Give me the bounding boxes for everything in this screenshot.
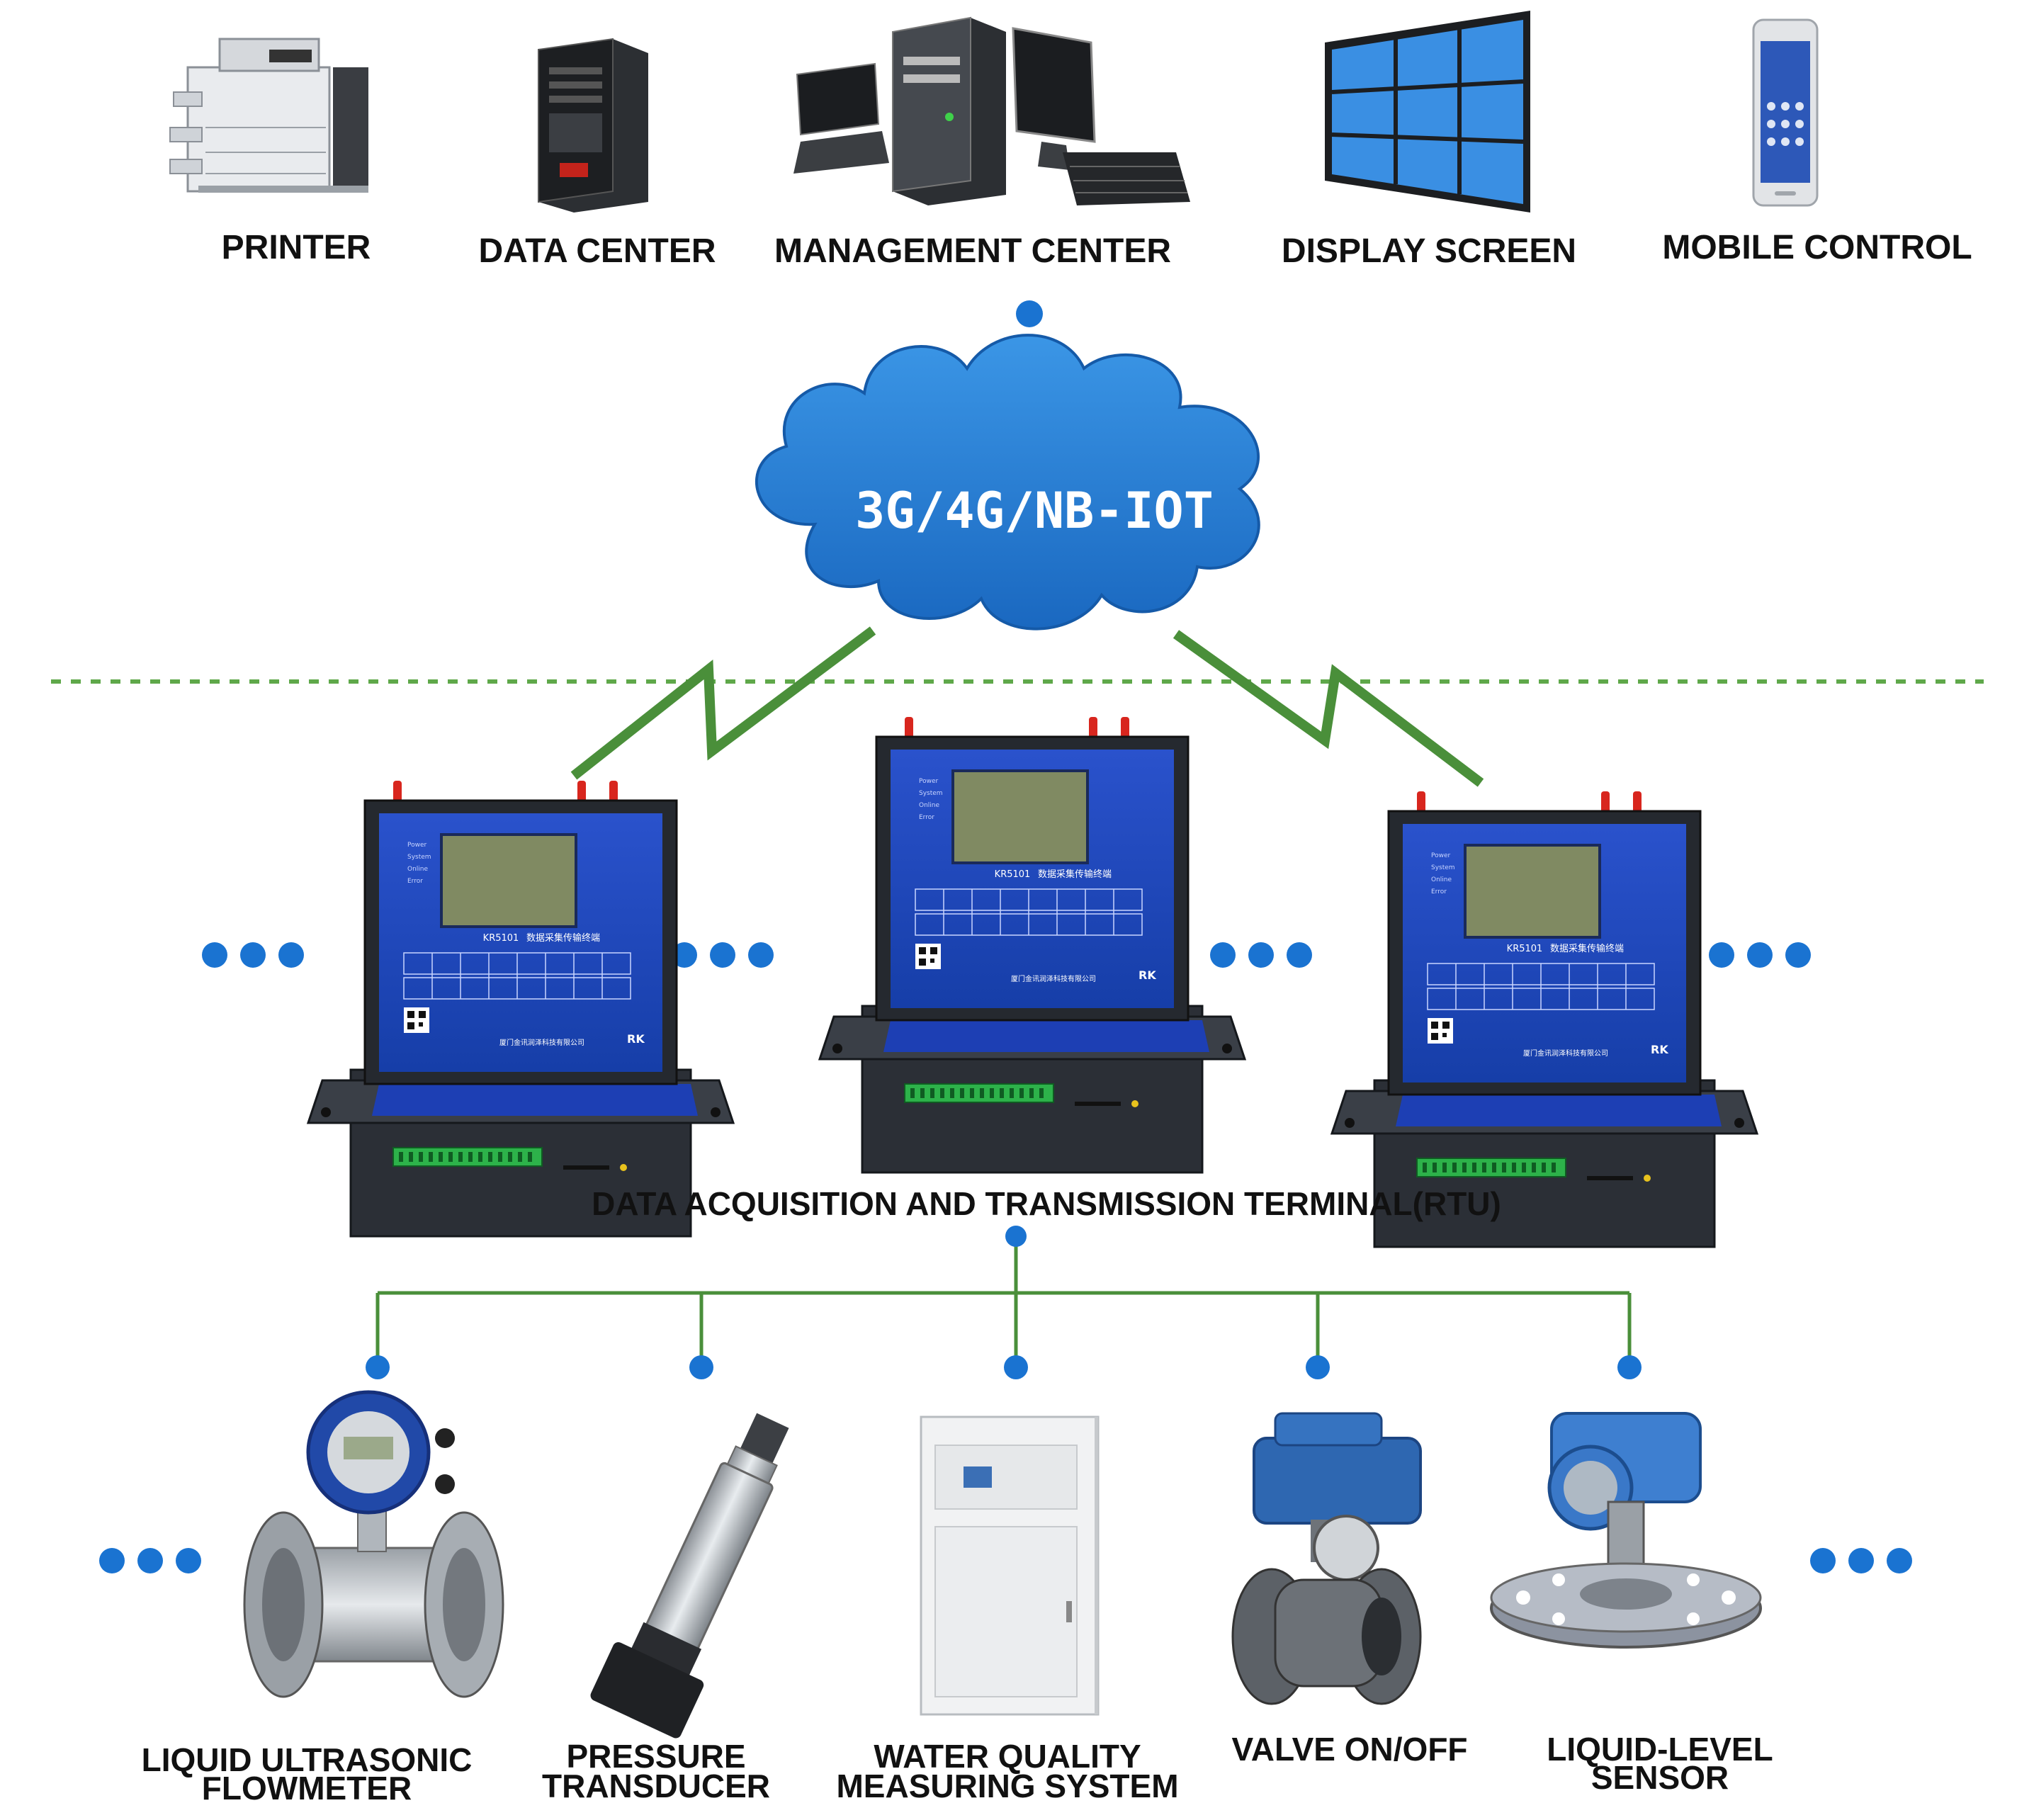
wireless-link-left — [570, 626, 876, 780]
level-sensor-label-line1: LIQUID-LEVEL — [1547, 1731, 1773, 1768]
rtu-unit: KR5101 数据采集传输终端 厦门金讯润泽科技有限公司 RK Power Sy… — [1330, 790, 1758, 1248]
rtu-model: KR5101 — [995, 869, 1031, 880]
rtu-led-system: System — [407, 854, 431, 861]
pressure-transducer-icon — [590, 1413, 789, 1739]
rtu-company: 厦门金讯润泽科技有限公司 — [499, 1038, 584, 1047]
level-sensor-label-line2: SENSOR — [1591, 1759, 1729, 1796]
ellipsis-left — [202, 942, 304, 968]
rtu-title: 数据采集传输终端 — [526, 932, 600, 944]
water-quality-label-line1: WATER QUALITY — [874, 1738, 1141, 1775]
data-center-label: DATA CENTER — [478, 232, 716, 270]
ellipsis-bottom-left — [99, 1548, 201, 1573]
rtu-led-system: System — [919, 790, 943, 797]
management-center-label: MANAGEMENT CENTER — [774, 232, 1171, 270]
rtu-unit: KR5101 数据采集传输终端 厦门金讯润泽科技有限公司 RK Power Sy… — [307, 779, 735, 1238]
rtu-title: 数据采集传输终端 — [1038, 869, 1112, 880]
rtu-logo: RK — [1139, 968, 1156, 982]
ellipsis-bottom-right — [1810, 1548, 1912, 1573]
rtu-model: KR5101 — [1507, 944, 1543, 954]
flowmeter-icon — [243, 1390, 504, 1698]
water-quality-cabinet-icon — [920, 1415, 1100, 1716]
ellipsis-right — [1709, 942, 1811, 968]
rtu-led-online: Online — [1431, 876, 1452, 883]
rtu-led-online: Online — [919, 802, 939, 809]
connector-dot — [1016, 300, 1043, 327]
cloud-icon — [755, 334, 1260, 631]
computers-icon — [793, 16, 1190, 205]
rtu-logo: RK — [1651, 1043, 1668, 1056]
mobile-control-label: MOBILE CONTROL — [1662, 229, 1972, 266]
printer-label: PRINTER — [222, 229, 371, 266]
rtu-title: 数据采集传输终端 — [1550, 943, 1624, 954]
sensor-node-dots — [366, 1355, 1642, 1379]
rtu-label: DATA ACQUISITION AND TRANSMISSION TERMIN… — [592, 1185, 1501, 1222]
wireless-link-right — [1173, 630, 1484, 787]
rtu-company: 厦门金讯润泽科技有限公司 — [1523, 1049, 1608, 1058]
rtu-led-power: Power — [919, 778, 939, 785]
rtu-led-error: Error — [407, 878, 423, 885]
level-sensor-icon — [1490, 1412, 1762, 1649]
rtu-unit: KR5101 数据采集传输终端 厦门金讯润泽科技有限公司 RK Power Sy… — [818, 716, 1246, 1174]
pressure-label-line1: PRESSURE — [566, 1738, 745, 1775]
rtu-led-power: Power — [1431, 852, 1451, 859]
video-wall-icon — [1325, 11, 1530, 213]
network-label: 3G/4G/NB-IOT — [855, 482, 1214, 540]
rtu-led-system: System — [1431, 864, 1455, 871]
ellipsis-mid-left — [672, 942, 774, 968]
flowmeter-label-line2: FLOWMETER — [202, 1770, 412, 1807]
water-quality-label-line2: MEASURING SYSTEM — [836, 1768, 1178, 1804]
valve-label: VALVE ON/OFF — [1231, 1731, 1467, 1768]
connector-dot — [1005, 1226, 1027, 1247]
pressure-label-line2: TRANSDUCER — [542, 1768, 770, 1804]
display-screen-label: DISPLAY SCREEN — [1282, 232, 1576, 270]
electric-valve-icon — [1231, 1412, 1422, 1705]
rtu-led-power: Power — [407, 842, 427, 849]
bus-tree — [375, 1229, 1632, 1367]
ellipsis-mid-right — [1210, 942, 1312, 968]
server-tower-icon — [538, 38, 648, 213]
rtu-led-error: Error — [919, 814, 934, 821]
smartphone-icon — [1752, 18, 1819, 207]
rtu-logo: RK — [627, 1032, 645, 1046]
flowmeter-label-line1: LIQUID ULTRASONIC — [142, 1741, 473, 1778]
rtu-led-error: Error — [1431, 888, 1447, 895]
rtu-company: 厦门金讯润泽科技有限公司 — [1011, 974, 1096, 983]
printer-icon — [169, 38, 368, 193]
rtu-model: KR5101 — [483, 933, 519, 944]
rtu-led-online: Online — [407, 866, 428, 873]
